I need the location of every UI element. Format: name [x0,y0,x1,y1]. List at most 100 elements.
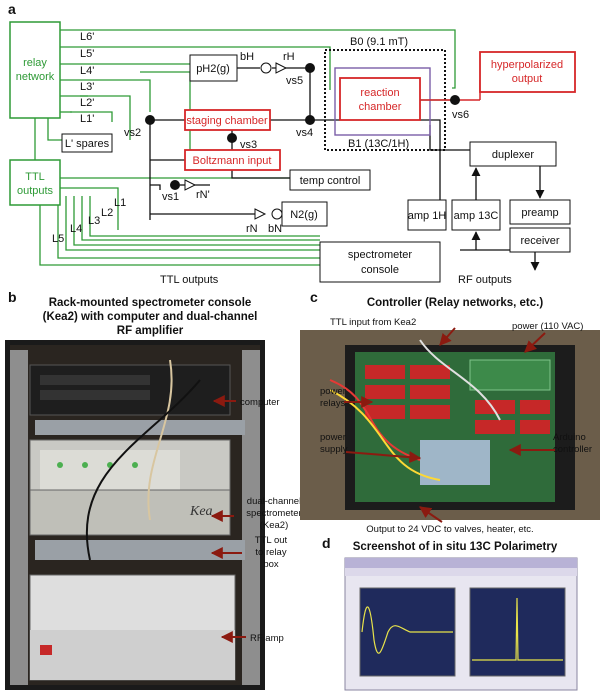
n2-label: N2(g) [290,209,318,221]
spectrometer-console-box [319,241,441,283]
relay-network-label-2: network [16,71,55,83]
panel-b-title-1: Rack-mounted spectrometer console [49,297,252,309]
console-label-1: spectrometer [348,249,413,261]
valve-s3-icon [227,133,237,143]
panel-b-letter: b [8,289,17,305]
panel-d: d Screenshot of in situ 13C Polarimetry [322,535,578,691]
relay-line-label: L1' [80,113,94,125]
cable [85,379,201,561]
staging-chamber-box [184,109,271,131]
rn-prime-label: rN' [196,189,210,201]
panel-b-title-3: RF amplifier [117,325,184,337]
ball-valve-h-icon [260,62,272,74]
hyperpolarized-output-box [479,51,576,93]
b1-coil-box [334,67,431,136]
relay-network-label-1: relay [23,57,47,69]
duplexer-label: duplexer [492,149,535,161]
ttl-out-label-1: TTL out [255,535,288,546]
valve-s4-icon [305,115,315,125]
dual-label-2: spectrometer [246,508,301,519]
rf-amp-front [30,630,235,680]
computer-label: computer [240,397,280,408]
relay-line-label: L2' [80,97,94,109]
regulator-n-prime-icon [184,179,197,191]
output-label: Output to 24 VDC to valves, heater, etc. [366,524,533,535]
preamp-box [509,199,571,225]
panel-a: a relay network L6' [8,1,576,286]
shelf [35,540,245,560]
led-icon [132,462,138,468]
annotation-arrow [345,451,422,464]
vs3-label: vs3 [240,139,257,151]
boltzmann-input-box [184,149,281,171]
vs5-label: vs5 [286,75,303,87]
ph2-box [189,54,238,82]
ph2-label: pH2(g) [196,63,230,75]
shelf [35,420,245,435]
ttl-outputs-box [9,159,61,206]
amp-13c-box [451,199,501,231]
power-switch-icon [40,645,52,655]
staging-label: staging chamber [186,115,268,127]
ttl-line-label: L3 [88,215,100,227]
ttl-line-label: L1 [114,197,126,209]
dual-label-1: dual-channel [247,496,301,507]
cable [147,359,173,521]
amp-1h-box [407,199,447,231]
ttl-outputs-caption: TTL outputs [160,274,219,286]
ball-valve-n-icon [271,208,283,220]
window-titlebar [345,558,577,568]
vs2-label: vs2 [124,127,141,139]
ttl-line-label: L4 [70,223,82,235]
spares-box [61,133,113,153]
annotation-arrow [439,327,456,346]
panel-c-letter: c [310,289,318,305]
vs6-label: vs6 [452,109,469,121]
panel-c-title: Controller (Relay networks, etc.) [367,297,544,309]
drive-bay [40,390,150,400]
amp-13c-label: amp 13C [454,210,499,222]
rf-outputs-caption: RF outputs [458,274,512,286]
arduino-label-2: controller [553,444,592,455]
hyperpolarized-label-2: output [512,73,543,85]
panel-d-title: Screenshot of in situ 13C Polarimetry [353,541,558,553]
relay-bank [365,365,550,434]
boltzmann-label: Boltzmann input [193,155,272,167]
valve-s2-icon [145,115,155,125]
receiver-label: receiver [520,235,559,247]
kea-brand: Kea [189,504,213,519]
power-label: power (110 VAC) [512,321,583,332]
bn-label: bN [268,223,282,235]
duplexer-box [469,141,557,167]
annotation-arrow [524,332,546,353]
regulator-n-icon [254,208,267,220]
rh-label: rH [283,51,295,63]
ttl-input-label: TTL input from Kea2 [330,317,416,328]
wire [329,379,421,461]
hyperpolarized-label-1: hyperpolarized [491,59,563,71]
n2-box [281,201,328,227]
reaction-chamber-box [339,77,421,121]
dual-label-3: (Kea2) [260,520,289,531]
annotation-arrow [419,506,443,523]
arduino-board [469,359,551,391]
panel-d-letter: d [322,535,331,551]
relay-network-box [9,21,61,119]
regulator-h-icon [275,62,288,74]
ttl-outputs-label-2: outputs [17,185,54,197]
b1-label: B1 (13C/1H) [348,138,409,150]
panel-c: c Controller (Relay networks, etc.) TTL … [300,289,600,535]
temp-control-label: temp control [300,175,361,187]
power-relays-label-1: power [320,386,346,397]
preamp-label: preamp [521,207,558,219]
ttl-line-label: L2 [101,207,113,219]
amp-1h-label: amp 1H [408,210,447,222]
relay-line-label: L5' [80,48,94,60]
arduino-label-1: Arduino [553,432,586,443]
rack-rail-right [242,350,260,685]
ttl-out-label-2: to relay [255,547,286,558]
vs4-label: vs4 [296,127,313,139]
fid-trace [361,606,453,654]
led-icon [82,462,88,468]
